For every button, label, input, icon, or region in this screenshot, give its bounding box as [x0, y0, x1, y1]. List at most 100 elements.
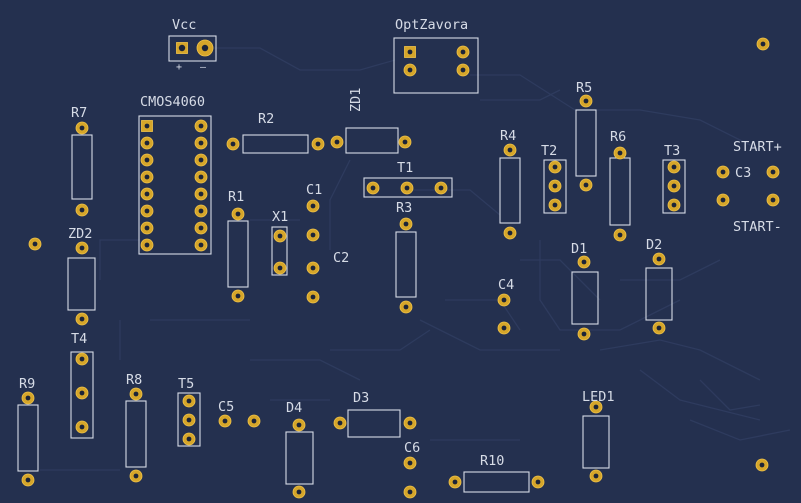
r5-pad	[579, 178, 593, 192]
t3-pad	[667, 198, 681, 212]
label-start-minus: START-	[733, 219, 782, 235]
c1-pad	[306, 199, 320, 213]
d2-pad	[652, 321, 666, 335]
r3-pad	[399, 300, 413, 314]
label-r6: R6	[610, 129, 626, 145]
r3-body	[395, 231, 417, 298]
label-d3: D3	[353, 390, 369, 406]
t5-pad	[182, 413, 196, 427]
label-r7: R7	[71, 105, 87, 121]
c3-pad	[766, 165, 780, 179]
c6-pad	[403, 456, 417, 470]
label-r1: R1	[228, 189, 244, 205]
optzavora-pad	[403, 63, 417, 77]
r5-body	[575, 109, 597, 177]
d4-body	[285, 431, 314, 485]
mounting-hole	[28, 237, 42, 251]
label-t5: T5	[178, 376, 194, 392]
x1-pad	[273, 261, 287, 275]
zd2-pad	[75, 312, 89, 326]
label-c5: C5	[218, 399, 234, 415]
zd2-body	[67, 257, 96, 311]
mounting-hole	[756, 37, 770, 51]
t1-pad	[400, 181, 414, 195]
led1-pad	[589, 400, 603, 414]
label-optzavora: OptZavora	[395, 17, 468, 33]
r4-body	[499, 157, 521, 224]
t5-pad	[182, 394, 196, 408]
label-c2: C2	[333, 250, 349, 266]
r2-pad	[311, 137, 325, 151]
c1-pad	[306, 228, 320, 242]
r7-body	[71, 134, 93, 200]
t1-pad	[434, 181, 448, 195]
label-r10: R10	[480, 453, 504, 469]
d3-body	[347, 409, 401, 438]
t2-pad	[548, 198, 562, 212]
r1-pad	[231, 207, 245, 221]
d1-body	[571, 271, 599, 325]
r5-pad	[579, 94, 593, 108]
pad-layer	[21, 37, 780, 499]
optzavora-pad	[456, 45, 470, 59]
t3-body	[662, 159, 686, 214]
label-r3: R3	[396, 200, 412, 216]
cmos4060-pin	[194, 221, 208, 235]
c5-pad	[218, 414, 232, 428]
label-t4: T4	[71, 331, 87, 347]
cmos4060-pin	[194, 187, 208, 201]
label-vcc-plus: +	[176, 62, 182, 73]
d2-body	[645, 267, 673, 321]
r10-pad	[531, 475, 545, 489]
r1-body	[227, 220, 249, 288]
led1-body	[582, 415, 610, 469]
cmos4060-pin	[140, 221, 154, 235]
r6-body	[609, 157, 631, 226]
r7-pad	[75, 203, 89, 217]
cmos4060-pin	[194, 136, 208, 150]
t4-pad	[75, 420, 89, 434]
t2-pad	[548, 160, 562, 174]
cmos4060-pin	[194, 153, 208, 167]
t5-pad	[182, 432, 196, 446]
optzavora-pad	[456, 63, 470, 77]
r8-body	[125, 400, 147, 468]
label-zd1: ZD1	[348, 88, 364, 112]
vcc-pad	[196, 39, 214, 57]
t3-pad	[667, 160, 681, 174]
r6-pad	[613, 228, 627, 242]
r9-pad	[21, 391, 35, 405]
r10-body	[463, 471, 530, 493]
r2-pad	[226, 137, 240, 151]
label-t1: T1	[397, 160, 413, 176]
d4-pad	[292, 485, 306, 499]
label-t3: T3	[664, 143, 680, 159]
r3-pad	[399, 217, 413, 231]
label-c6: C6	[404, 440, 420, 456]
t3-pad	[667, 179, 681, 193]
label-d4: D4	[286, 400, 302, 416]
t1-body	[363, 177, 453, 198]
r8-pad	[129, 469, 143, 483]
label-cmos4060: CMOS4060	[140, 94, 205, 110]
r4-pad	[503, 226, 517, 240]
c2-pad	[306, 290, 320, 304]
label-zd2: ZD2	[68, 226, 92, 242]
optzavora-pad	[404, 46, 416, 58]
c4-pad	[497, 321, 511, 335]
zd1-pad	[330, 135, 344, 149]
t5-body	[177, 392, 201, 447]
r2-body	[242, 134, 309, 154]
zd1-body	[345, 127, 399, 154]
optzavora-connector	[393, 37, 479, 94]
label-d2: D2	[646, 237, 662, 253]
label-r9: R9	[19, 376, 35, 392]
cmos4060-pin	[194, 204, 208, 218]
r1-pad	[231, 289, 245, 303]
d2-pad	[652, 252, 666, 266]
c4-pad	[497, 293, 511, 307]
vcc-connector	[168, 35, 217, 62]
cmos4060-pin	[194, 119, 208, 133]
